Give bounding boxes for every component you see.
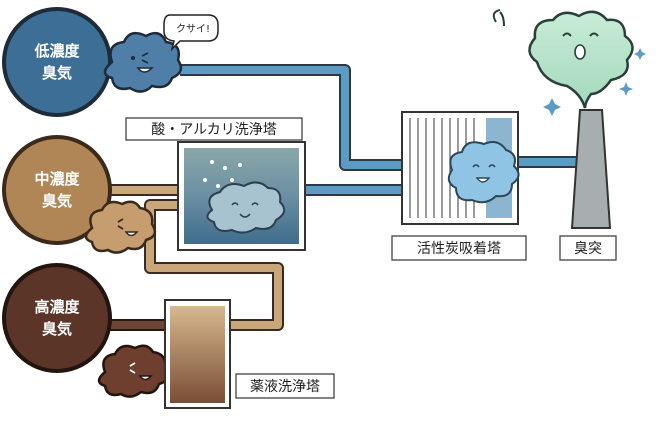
chemical-tower-label: 薬液洗浄塔: [250, 379, 320, 395]
speech-bubble: クサイ!: [163, 14, 219, 52]
mid-odor-label-line1: 中濃度: [34, 170, 80, 188]
acid-alkali-wash-tower: 酸・アルカリ洗浄塔: [125, 117, 306, 251]
low-odor-label-line2: 臭気: [42, 64, 72, 82]
acid-alkali-tower-label: 酸・アルカリ洗浄塔: [151, 122, 276, 138]
high-odor-cloud-character: [97, 344, 170, 398]
high-odor-label-line1: 高濃度: [34, 298, 80, 316]
low-odor-cloud-character: [103, 31, 183, 93]
low-odor-label-line1: 低濃度: [33, 42, 80, 60]
pipes: [105, 64, 580, 331]
activated-carbon-tower-label: 活性炭吸着塔: [417, 241, 501, 257]
chimney-label: 臭突: [574, 241, 602, 257]
activated-carbon-tower: 活性炭吸着塔: [391, 111, 527, 261]
carbon-tower-cloud-character: [447, 141, 520, 204]
acid-tower-cloud-character: [206, 181, 286, 234]
high-odor-label-line2: 臭気: [42, 320, 72, 338]
mid-odor-label-line2: 臭気: [42, 192, 72, 210]
source-low-odor: 低濃度 臭気: [2, 7, 112, 117]
mid-odor-cloud-character: [84, 200, 157, 254]
speech-bubble-text: クサイ!: [176, 23, 210, 35]
chimney: 臭突: [559, 109, 617, 261]
source-high-odor: 高濃度 臭気: [2, 263, 112, 373]
sparkle-icons: [543, 48, 646, 116]
source-mid-odor: 中濃度 臭気: [2, 135, 112, 245]
clean-air-cloud-character: [492, 9, 646, 116]
chemical-wash-tower: 薬液洗浄塔: [164, 299, 335, 409]
water-droplets-icon: [203, 160, 242, 188]
